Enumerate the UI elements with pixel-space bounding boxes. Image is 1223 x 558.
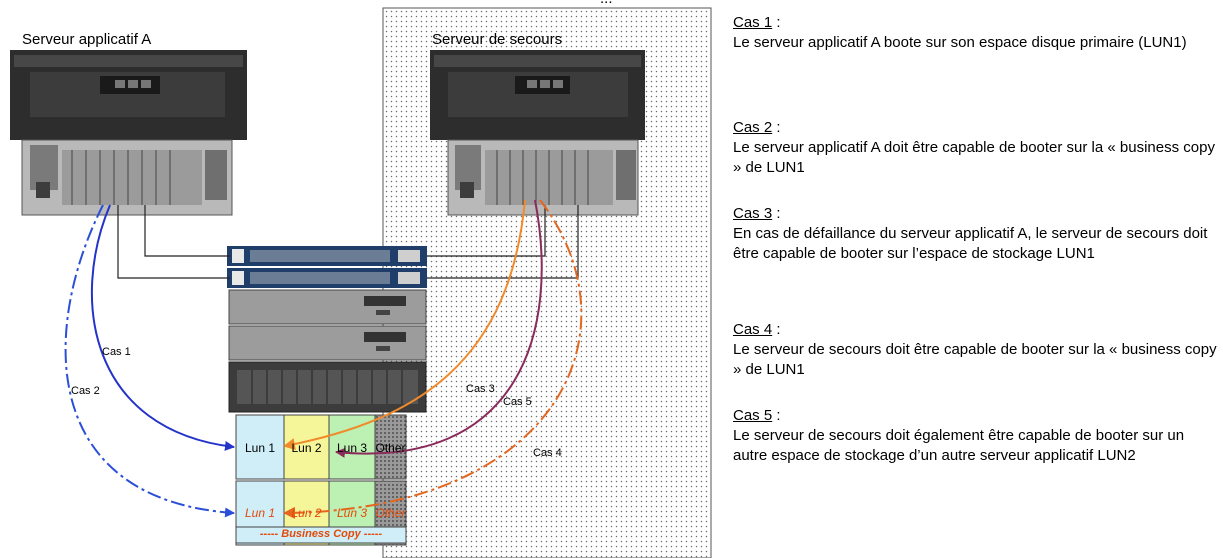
backup-server-icon	[430, 50, 645, 216]
lun1-copy-label: Lun 1	[244, 506, 276, 520]
cas5-arrow-label: Cas 5	[503, 396, 532, 408]
other-copy-label: Other	[375, 506, 406, 520]
cas2-arrow-label: Cas 2	[71, 385, 100, 397]
case-4: Cas 4 : Le serveur de secours doit être …	[733, 321, 1217, 378]
lun1-label: Lun 1	[244, 441, 276, 455]
case-1-title: Cas 1	[733, 14, 773, 31]
lun1-cell	[235, 414, 285, 480]
storage-controller-1-icon	[228, 289, 427, 325]
cas5-arrow	[335, 199, 543, 458]
app-server-label: Serveur applicatif A	[22, 31, 152, 48]
case-2: Cas 2 : Le serveur applicatif A doit êtr…	[733, 119, 1215, 176]
case-3-text: En cas de défaillance du serveur applica…	[733, 225, 1208, 262]
business-copy-bar	[235, 526, 407, 544]
cas1-arrow	[90, 204, 235, 451]
storage-controller-2-icon	[228, 325, 427, 361]
case-2-title: Cas 2	[733, 119, 773, 136]
lun2-label: Lun 2	[291, 441, 322, 455]
case-4-text: Le serveur de secours doit être capable …	[733, 341, 1217, 378]
other-label: Other	[375, 441, 406, 455]
app-server-icon	[10, 50, 247, 216]
san-switch-1-icon	[227, 246, 427, 266]
cas3-arrow	[283, 199, 526, 450]
case-2-text: Le serveur applicatif A doit être capabl…	[733, 139, 1215, 176]
case-1: Cas 1 : Le serveur applicatif A boote su…	[733, 14, 1187, 51]
lun3-label: Lun 3	[336, 441, 368, 455]
case-3-title: Cas 3	[733, 205, 773, 222]
cas4-arrow-label: Cas 4	[533, 447, 562, 459]
case-4-title: Cas 4	[733, 321, 773, 338]
other-cell	[374, 414, 407, 480]
cas3-arrow-label: Cas 3	[466, 383, 495, 395]
cas2-arrow	[64, 204, 235, 518]
cas1-arrow-label: Cas 1	[102, 346, 131, 358]
lun2-copy-label: Lun 2	[291, 506, 322, 520]
case-5: Cas 5 : Le serveur de secours doit égale…	[733, 407, 1185, 464]
case-5-title: Cas 5	[733, 407, 773, 424]
lun3-cell	[328, 414, 376, 480]
disk-enclosure-icon	[228, 361, 427, 413]
header-cut: ...	[600, 0, 613, 7]
business-copy-label: ----- Business Copy -----	[259, 528, 383, 540]
san-switch-2-icon	[227, 268, 427, 288]
case-3: Cas 3 : En cas de défaillance du serveur…	[733, 205, 1208, 262]
backup-server-label: Serveur de secours	[432, 31, 563, 48]
cas4-arrow	[283, 199, 583, 519]
lun3-copy-label: Lun 3	[336, 506, 368, 520]
case-1-text: Le serveur applicatif A boote sur son es…	[733, 34, 1187, 51]
case-5-text: Le serveur de secours doit également êtr…	[733, 427, 1185, 464]
